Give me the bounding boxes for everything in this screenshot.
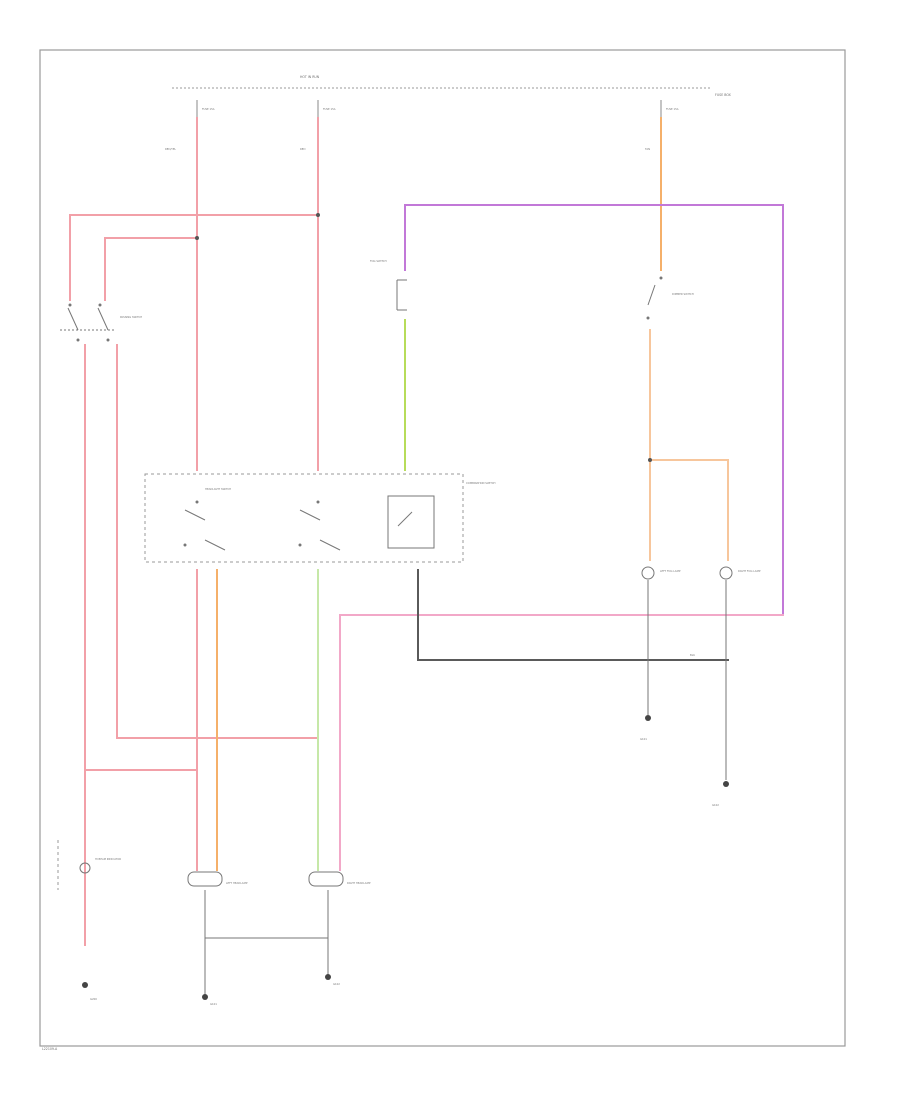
combination-switch-box [144, 473, 464, 563]
wire-red-down-left-inner [116, 344, 319, 739]
wire-peach-branch [649, 459, 729, 561]
footer-code: L22109-A [42, 1047, 58, 1051]
left-headlamp: LEFT HEADLAMP [187, 871, 248, 887]
left-fog-lamp-label: LEFT FOG LAMP [660, 569, 681, 573]
fuse-c-label: FUSE 15A [666, 107, 679, 111]
wire-red-a-label: RED/YEL [165, 147, 177, 151]
wire-tan-label: TAN [645, 147, 650, 151]
left-fog-lamp: LEFT FOG LAMP [641, 566, 681, 580]
wire-pink-bottom-return [339, 614, 784, 871]
fuse-a: FUSE 15A [196, 100, 215, 118]
fuse-box-label: FUSE BOX [715, 93, 732, 97]
ground-ind-label: G200 [90, 997, 97, 1001]
right-headlamp-label: RIGHT HEADLAMP [347, 881, 371, 885]
diagram-border [39, 49, 846, 1047]
right-fog-lamp-label: RIGHT FOG LAMP [738, 569, 761, 573]
ground-rf-label: G102 [712, 803, 719, 807]
fog-switch: FOG SWITCH [370, 259, 407, 311]
passing-switch-label: PASSING SWITCH [120, 315, 142, 319]
junction-dot [316, 213, 320, 217]
indicator-label: HI BEAM INDICATOR [95, 857, 121, 861]
ground-left-headlamp [202, 994, 208, 1000]
junction-dot [195, 236, 199, 240]
fog-switch-label: FOG SWITCH [370, 259, 387, 263]
right-fog-lamp: RIGHT FOG LAMP [719, 566, 761, 580]
wire-red-b-label: RED [300, 147, 305, 151]
headlight-switch-label: HEADLIGHT SWITCH [205, 487, 231, 491]
passing-switch: PASSING SWITCH [60, 303, 142, 342]
right-dimmer-switch: DIMMER SWITCH [646, 276, 694, 320]
fog-relay-contact [397, 511, 413, 527]
combination-switch-label: COMBINATION SWITCH [466, 481, 496, 485]
right-switch-label: DIMMER SWITCH [672, 292, 694, 296]
hot-in-run-label: HOT IN RUN [300, 75, 320, 79]
wire-violet-loop [404, 204, 784, 616]
fuse-a-label: FUSE 15A [202, 107, 215, 111]
fuse-b-label: FUSE 15A [323, 107, 336, 111]
ground-right-fog [723, 781, 729, 787]
ground-lf-label: G101 [640, 737, 647, 741]
ground-indicator [82, 982, 88, 988]
fuse-b: FUSE 15A [317, 100, 336, 118]
wire-red-lower-loop [104, 237, 198, 301]
headlight-switch-contacts [183, 500, 341, 551]
fuse-c: FUSE 15A [660, 100, 679, 118]
hi-beam-indicator: HI BEAM INDICATOR [57, 840, 121, 890]
ground-right-label: G102 [333, 982, 340, 986]
ground-left-fog [645, 715, 651, 721]
right-headlamp: RIGHT HEADLAMP [308, 871, 371, 887]
fog-relay [387, 495, 435, 549]
left-headlamp-label: LEFT HEADLAMP [226, 881, 248, 885]
junction-dot [648, 458, 652, 462]
wire-red-upper-loop [69, 214, 319, 301]
wire-blk-label: BLK [690, 653, 695, 657]
ground-left-label: G101 [210, 1002, 217, 1006]
ground-right-headlamp [325, 974, 331, 980]
